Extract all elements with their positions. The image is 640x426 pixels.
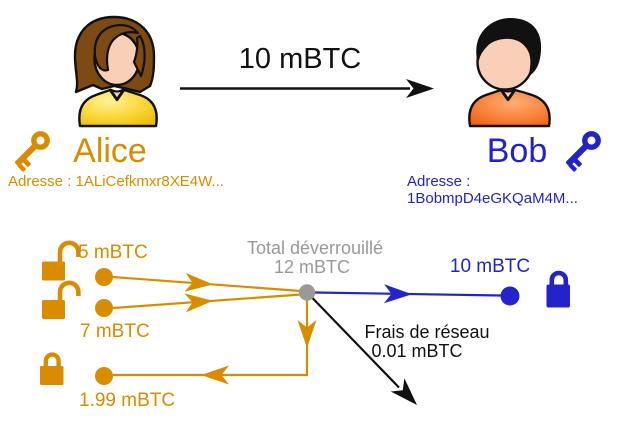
alice-name-label: Alice [73,132,147,170]
fee-title: Frais de réseau [364,322,489,342]
arrowhead-down-icon [297,320,317,348]
bob-hair [476,18,542,75]
alice-address-label: Adresse : 1ALiCefkmxr8XE4W... [8,173,224,190]
arrowhead-right-icon [406,79,434,98]
bob-neck [500,88,516,100]
fee-amount: 0.01 mBTC [371,341,462,361]
unlocked-title: Total déverrouillé [247,238,383,258]
arrowhead-left-icon [201,365,229,385]
padlock-open-icon [42,280,81,319]
output-coin [500,286,520,306]
alice-hair-fringe [93,23,140,72]
arrowhead-icon [383,284,412,304]
alice-neck [109,88,125,100]
bob-address-label: Adresse : 1BobmpD4eGKQaM4M... [407,173,578,207]
padlock-closed-icon [40,352,64,385]
output-label: 10 mBTC [450,256,530,277]
alice-hair-side [132,34,146,78]
change-line [113,300,309,377]
key-icon [15,131,50,172]
bob-avatar [468,18,551,128]
key-icon [566,131,601,172]
change-label: 1.99 mBTC [79,390,175,411]
input-1-label: 5 mBTC [78,242,148,263]
change-coin [95,367,113,385]
arrowhead-icon [184,293,213,313]
padlock-open-icon [42,240,81,281]
transfer-amount-label: 10 mBTC [238,43,362,75]
unlocked-amount: 12 mBTC [274,257,350,277]
unlocked-node [298,284,316,301]
alice-avatar [73,15,158,128]
input-coin-1 [95,268,113,286]
arrowhead-icon [390,378,417,405]
input-2-label: 7 mBTC [80,321,150,342]
input-coin-2 [95,299,113,317]
fee-line [310,295,400,389]
transfer-arrow [180,79,434,98]
bob-name-label: Bob [486,132,548,170]
padlock-closed-icon [546,270,570,308]
arrowhead-icon [184,272,213,292]
